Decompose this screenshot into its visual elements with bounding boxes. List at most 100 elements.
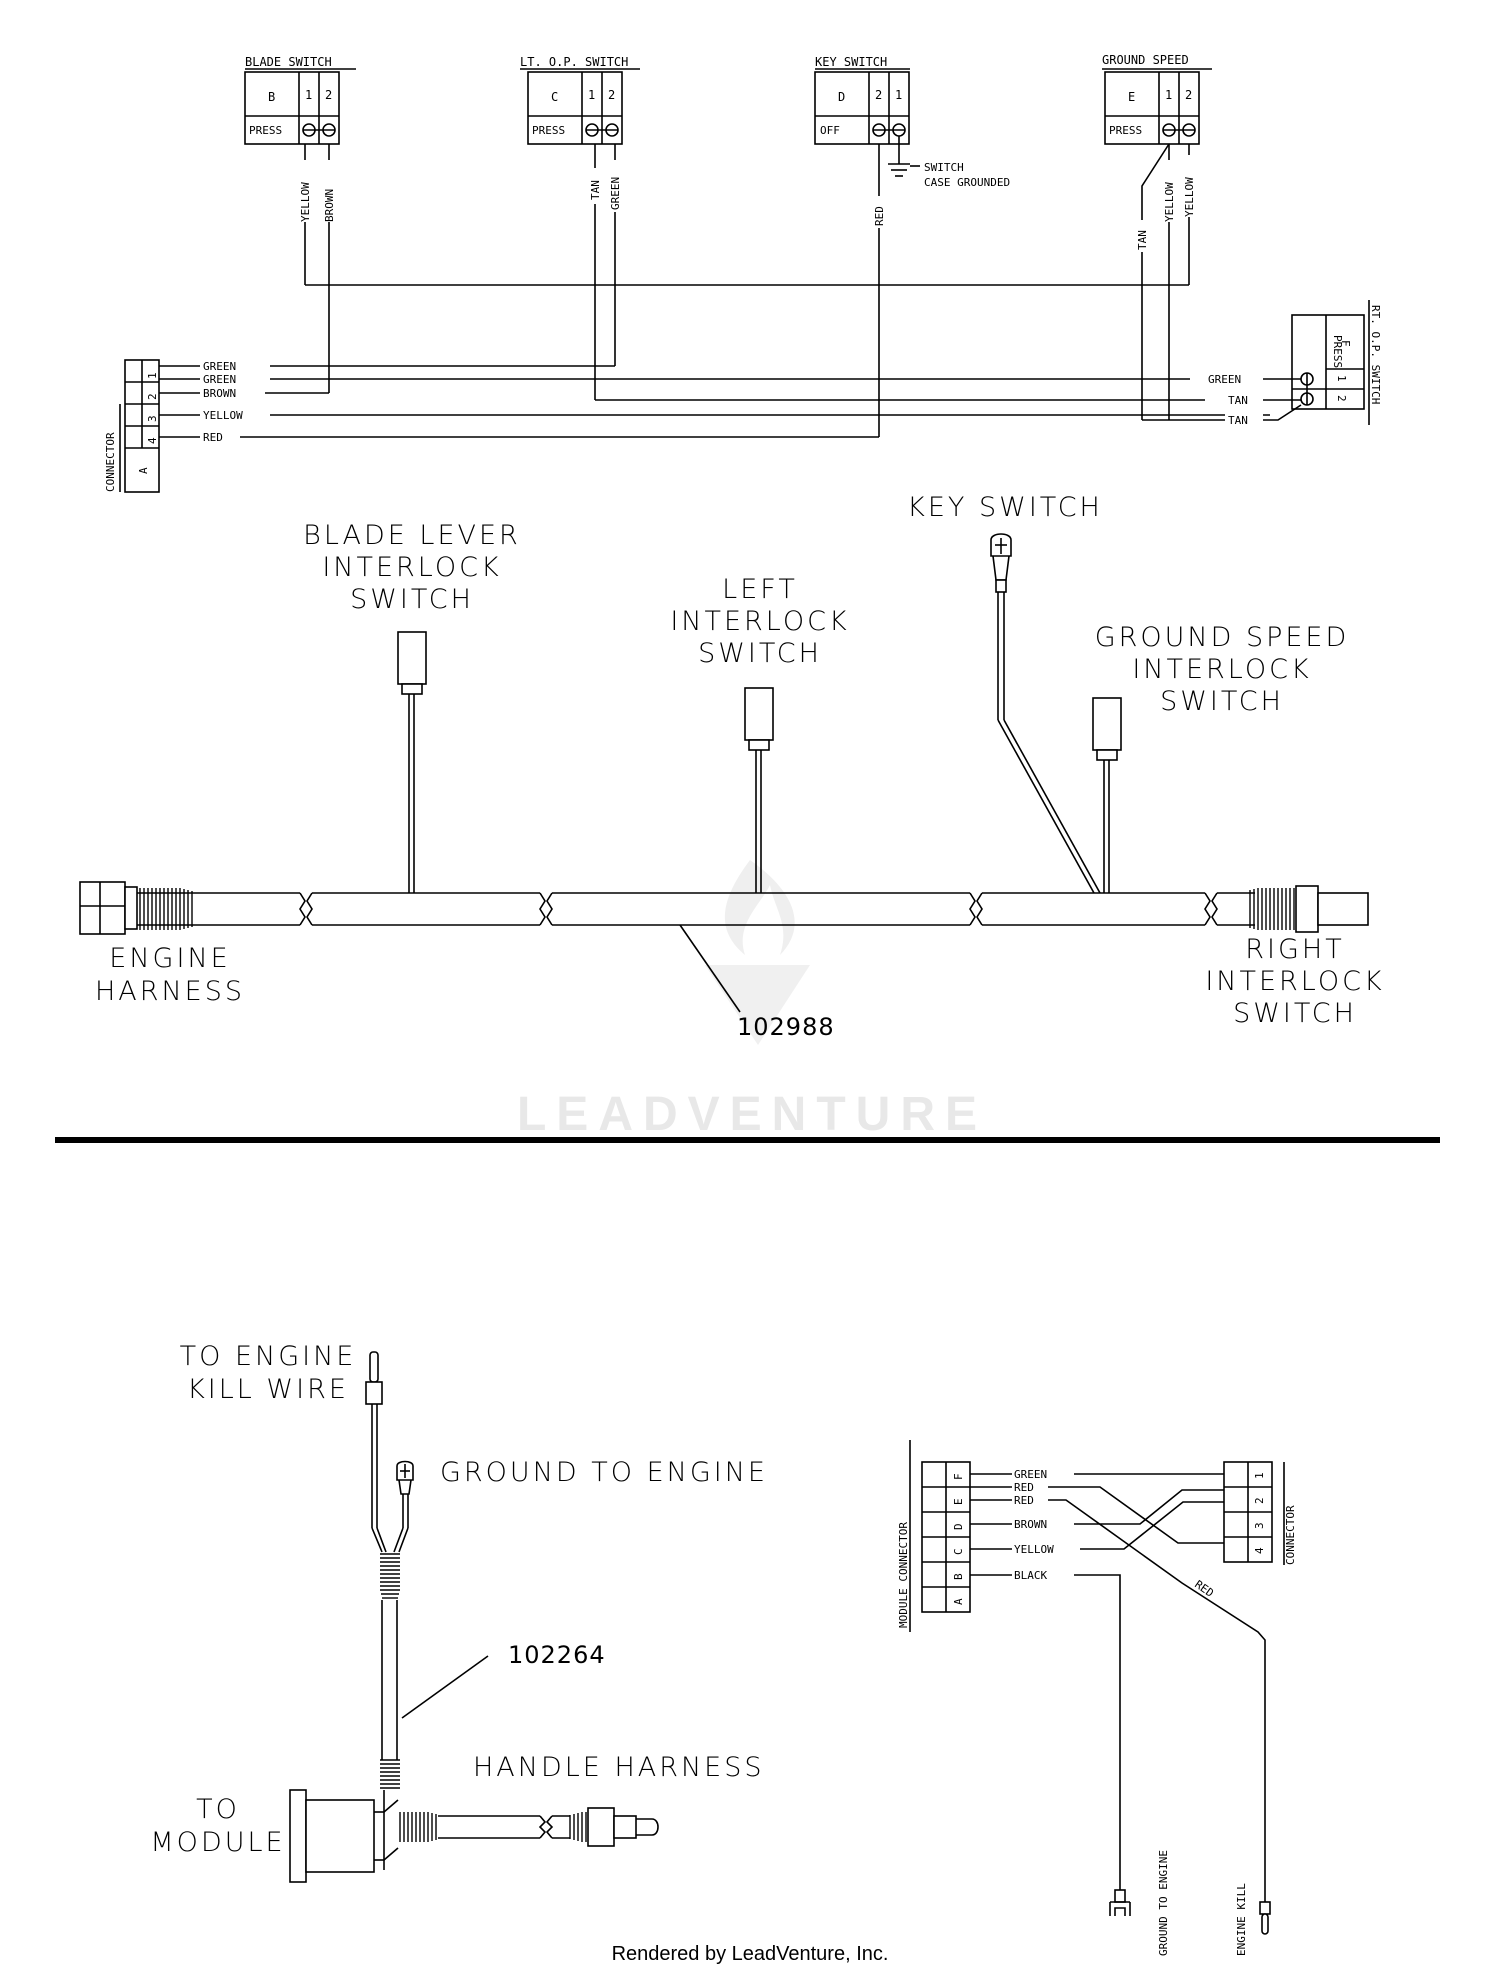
rt-op-state: PRESS [1331, 335, 1344, 368]
module-pin-e: E [952, 1498, 965, 1505]
blade-lever-label: BLADE LEVER INTERLOCK SWITCH [303, 520, 521, 615]
lt-op-switch-block: LT. O.P. SWITCH C 1 2 PRESS [520, 55, 640, 145]
lt-op-pin-b: 2 [608, 88, 615, 102]
module-pin-c: C [952, 1548, 965, 1555]
ground-to-engine-terminal: GROUND TO ENGINE [1109, 1850, 1170, 1956]
wire-label-brown-b: BROWN [323, 189, 336, 222]
conn-a-pin-3: 3 [146, 415, 159, 422]
module-pin-f: F [952, 1473, 965, 1480]
watermark-text: LEADVENTURE [517, 1088, 987, 1141]
rt-wire-tan-2: TAN [1228, 414, 1248, 427]
wire-label-yellow-e1: YELLOW [1163, 182, 1176, 222]
blade-lever-label-l1: BLADE LEVER [303, 520, 521, 551]
right-interlock-connector [1249, 885, 1369, 933]
conn-wire-yellow: YELLOW [203, 409, 243, 422]
key-switch-letter: D [838, 90, 845, 104]
watermark: LEADVENTURE [517, 860, 987, 1141]
gs-label-l2: INTERLOCK [1132, 654, 1311, 685]
blade-switch-pin-b: 2 [325, 88, 332, 102]
lt-op-switch-letter: C [551, 90, 558, 104]
module-pin-b: B [952, 1573, 965, 1580]
rt-op-pin-b: 2 [1335, 395, 1348, 402]
left-label-l2: INTERLOCK [670, 606, 849, 637]
rt-op-title: RT. O.P. SWITCH [1369, 305, 1382, 404]
right-interlock-label: RIGHT INTERLOCK SWITCH [1205, 934, 1384, 1029]
module-schematic: MODULE CONNECTOR F E D C B A GREEN RED R… [897, 1440, 1297, 1956]
part-number-102988: 102988 [737, 1013, 835, 1041]
rt-wire-tan-1: TAN [1228, 394, 1248, 407]
wire-label-yellow-b: YELLOW [299, 182, 312, 222]
ground-speed-label: GROUND SPEED INTERLOCK SWITCH [1095, 622, 1350, 717]
key-switch-block: KEY SWITCH D 2 1 OFF SWITCH CASE GROUNDE… [814, 55, 1010, 189]
mod-wire-yellow: YELLOW [1014, 1543, 1054, 1556]
connector-a-wires: GREEN GREEN BROWN YELLOW RED [159, 360, 1270, 444]
ground-speed-switch-block: GROUND SPEED E 1 2 PRESS [1102, 53, 1212, 145]
right-label-l1: RIGHT [1245, 934, 1344, 965]
ground-speed-pin-a: 1 [1165, 88, 1172, 102]
blade-lever-switch [397, 631, 427, 893]
ground-terminal [396, 1460, 414, 1528]
engine-kill-terminal: ENGINE KILL [1235, 1883, 1271, 1956]
left-label-l3: SWITCH [698, 638, 822, 669]
ground-speed-title: GROUND SPEED [1102, 53, 1189, 67]
conn-a-title: CONNECTOR [104, 432, 117, 492]
key-switch-pin-a: 2 [875, 88, 882, 102]
to-module-l2: MODULE [150, 1827, 285, 1858]
wire-label-green-c: GREEN [609, 177, 622, 210]
mod-conn-pin-4: 4 [1253, 1547, 1266, 1554]
conn-a-pin-1: 1 [146, 372, 159, 379]
rt-op-pin-a: 1 [1335, 375, 1348, 382]
footer-credit: Rendered by LeadVenture, Inc. [612, 1943, 889, 1965]
kill-wire-terminal [365, 1351, 383, 1528]
engine-label-l2: HARNESS [95, 976, 245, 1007]
lt-op-switch-title: LT. O.P. SWITCH [520, 55, 628, 69]
key-switch-label: KEY SWITCH [907, 492, 1103, 523]
blade-switch-block: BLADE SWITCH B 1 2 PRESS [244, 55, 356, 145]
conn-a-letter: A [137, 467, 150, 474]
mod-conn-pin-1: 1 [1253, 1472, 1266, 1479]
engine-harness-connector [79, 881, 193, 935]
conn-wire-green-2: GREEN [203, 373, 236, 386]
mod-wire-black: BLACK [1014, 1569, 1047, 1582]
engine-kill-label: ENGINE KILL [1235, 1883, 1248, 1956]
lt-op-state: PRESS [532, 124, 565, 137]
module-connector-title: MODULE CONNECTOR [897, 1522, 910, 1628]
switch-wire-labels: YELLOW BROWN TAN GREEN RED TAN YELLOW YE… [298, 155, 1196, 252]
mod-conn-pin-2: 2 [1253, 1497, 1266, 1504]
module-connector-plug [289, 1789, 385, 1883]
top-harness-drawing: BLADE LEVER INTERLOCK SWITCH LEFT INTERL… [79, 492, 1384, 1041]
ground-to-engine-label: GROUND TO ENGINE [440, 1457, 768, 1488]
ground-to-engine-label-right: GROUND TO ENGINE [1157, 1850, 1170, 1956]
handle-harness-branch [383, 1799, 659, 1861]
gs-label-l3: SWITCH [1160, 686, 1284, 717]
mod-conn-pin-3: 3 [1253, 1522, 1266, 1529]
handle-harness-label: HANDLE HARNESS [473, 1752, 765, 1783]
mod-wire-brown: BROWN [1014, 1518, 1047, 1531]
handle-harness-drawing: TO ENGINE KILL WIRE GROUND TO ENGINE 102… [150, 1341, 768, 1883]
right-label-l2: INTERLOCK [1205, 966, 1384, 997]
gs-label-l1: GROUND SPEED [1095, 622, 1350, 653]
wire-label-tan-e: TAN [1136, 230, 1149, 250]
key-switch-terminal [990, 533, 1101, 894]
ground-note-2: CASE GROUNDED [924, 176, 1010, 189]
key-switch-title: KEY SWITCH [815, 55, 887, 69]
ground-speed-letter: E [1128, 90, 1135, 104]
left-interlock-switch [744, 687, 774, 893]
mod-wire-red-1: RED [1014, 1481, 1034, 1494]
module-pin-d: D [952, 1523, 965, 1530]
wire-label-yellow-e2: YELLOW [1183, 177, 1196, 217]
blade-switch-pin-a: 1 [305, 88, 312, 102]
harness-tube [135, 892, 1255, 926]
wire-label-tan-c: TAN [589, 180, 602, 200]
blade-switch-letter: B [268, 90, 275, 104]
rt-wire-green: GREEN [1208, 373, 1241, 386]
key-switch-state: OFF [820, 124, 840, 137]
ground-note-1: SWITCH [924, 161, 964, 174]
blade-switch-state: PRESS [249, 124, 282, 137]
blade-lever-label-l3: SWITCH [350, 584, 474, 615]
conn-wire-red: RED [203, 431, 223, 444]
rt-op-letter-visible: F [1339, 340, 1352, 347]
ground-speed-state: PRESS [1109, 124, 1142, 137]
module-pin-a: A [952, 1598, 965, 1605]
